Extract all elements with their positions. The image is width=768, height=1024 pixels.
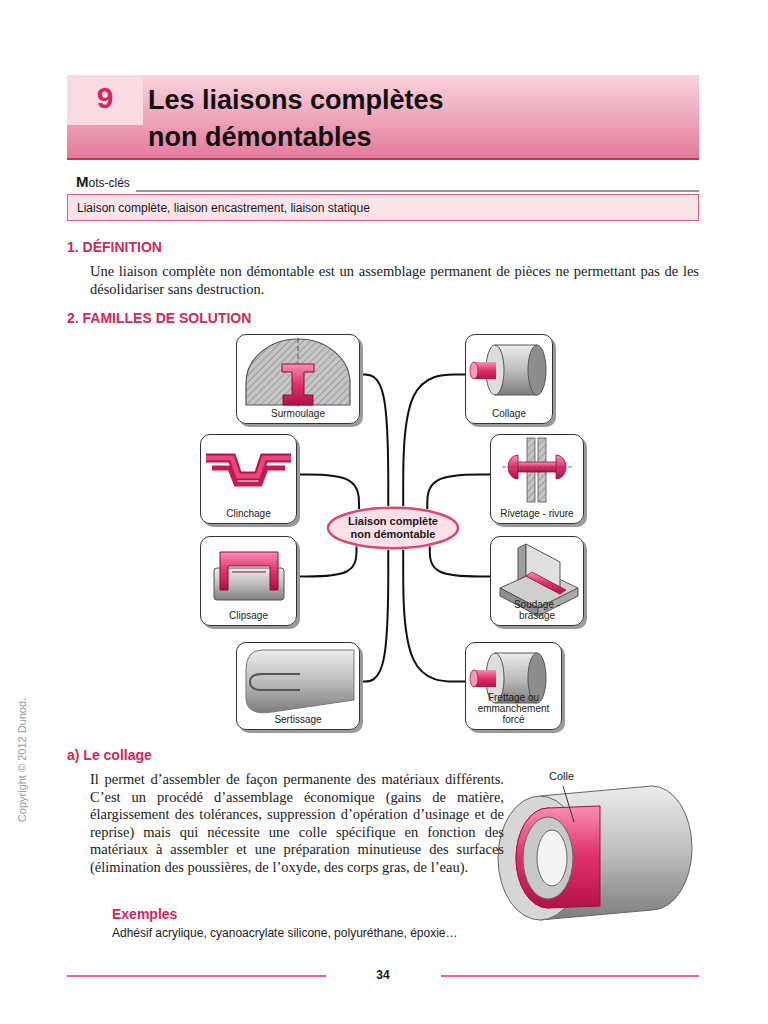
overmoulding-picture — [246, 338, 350, 408]
node-label: Frettage ou emmanchement forcé — [470, 692, 557, 725]
solution-box: Soudage - brasage — [490, 536, 584, 626]
shrink-fit-picture-part — [470, 670, 478, 687]
example-heading: Exemples — [112, 906, 177, 922]
section-heading: 1. DÉFINITION — [67, 239, 162, 255]
solution-box: Rivetage - rivure — [490, 434, 584, 524]
definition-text: Une liaison complète non démontable est … — [90, 263, 699, 298]
title-band-part — [67, 75, 143, 125]
node-label: Surmoulage — [271, 408, 325, 419]
bonding-picture — [470, 345, 546, 395]
section-heading: 2. FAMILLES DE SOLUTION — [67, 310, 251, 326]
shrink-fit-picture-part — [495, 653, 537, 654]
crimping-picture-part — [250, 674, 300, 690]
title-band — [67, 75, 699, 160]
crimping-picture — [246, 650, 354, 713]
part-label: Colle — [549, 770, 574, 782]
branch-line — [403, 550, 465, 682]
bonded-tube-picture-part — [537, 830, 567, 886]
clinching-picture — [206, 458, 291, 484]
solution-box: Clinchage — [200, 434, 297, 524]
node-label: Soudage - brasage — [495, 599, 579, 621]
node-label: Clinchage — [226, 508, 270, 519]
bonding-picture-part — [470, 362, 478, 379]
clinching-picture-part — [212, 468, 285, 484]
footer-rules-part — [67, 975, 326, 977]
welding-picture-part — [526, 572, 566, 594]
snap-fit-picture — [214, 552, 284, 600]
central-ellipse: Liaison complète non démontable — [326, 506, 460, 550]
overmoulding-picture-part — [282, 364, 314, 405]
branch-line — [360, 550, 388, 682]
node-label: Collage — [492, 408, 526, 419]
chapter-number: 9 — [67, 78, 143, 118]
branch-line — [430, 546, 490, 576]
node-label: Sertissage — [274, 714, 321, 725]
bonded-tube-picture — [498, 786, 692, 920]
keyword-list: Liaison complète, liaison encastrement, … — [77, 201, 689, 216]
snap-fit-picture-part — [232, 572, 266, 573]
bonding-picture-part — [495, 395, 537, 396]
node-label: Liaison complète non démontable — [340, 515, 446, 541]
keyword-box: Mots-clésLiaison complète, liaison encas… — [67, 194, 699, 221]
solution-box: Sertissage — [236, 642, 360, 730]
page-number: 34 — [363, 968, 403, 982]
keyword-heading: Mots-clés — [76, 173, 130, 190]
solution-box: Clipsage — [200, 536, 297, 626]
example-list: Adhésif acrylique, cyanoacrylate silicon… — [112, 926, 458, 940]
branch-line — [427, 475, 490, 510]
branch-line — [360, 375, 388, 507]
welding-picture-part — [518, 544, 526, 580]
subsection-heading: a) Le collage — [67, 747, 152, 763]
crimping-picture-part — [246, 650, 354, 713]
riveting-picture — [502, 438, 572, 502]
riveting-picture-part — [502, 467, 572, 468]
title-band-part — [67, 158, 699, 160]
branch-line — [297, 546, 356, 576]
title-band-part — [67, 75, 699, 160]
branch-line — [297, 475, 359, 510]
solution-box: Collage — [465, 334, 553, 424]
bonded-tube-picture-part — [516, 806, 600, 908]
bonded-tube-picture-part — [563, 786, 574, 822]
bonding-picture-part — [495, 345, 537, 346]
node-label: Clipsage — [229, 610, 268, 621]
snap-fit-picture-part — [222, 584, 276, 590]
ellipse-shape — [328, 508, 458, 548]
bonding-picture-part — [528, 345, 546, 395]
bonded-tube-picture-part — [523, 817, 573, 899]
footer-rules-part — [441, 975, 699, 977]
branch-line — [403, 375, 465, 507]
solution-box: Surmoulage — [236, 334, 360, 424]
snap-fit-picture-part — [220, 552, 278, 590]
chapter-title: Les liaisons complètes non démontables — [148, 82, 468, 156]
node-label: Rivetage - rivure — [500, 508, 573, 519]
keyword-rule — [136, 191, 699, 192]
body-text: Il permet d’assembler de façon permanent… — [90, 771, 504, 877]
solution-box: Frettage ou emmanchement forcé — [465, 642, 562, 730]
copyright-note: Copyright © 2012 Dunod. — [16, 698, 28, 822]
